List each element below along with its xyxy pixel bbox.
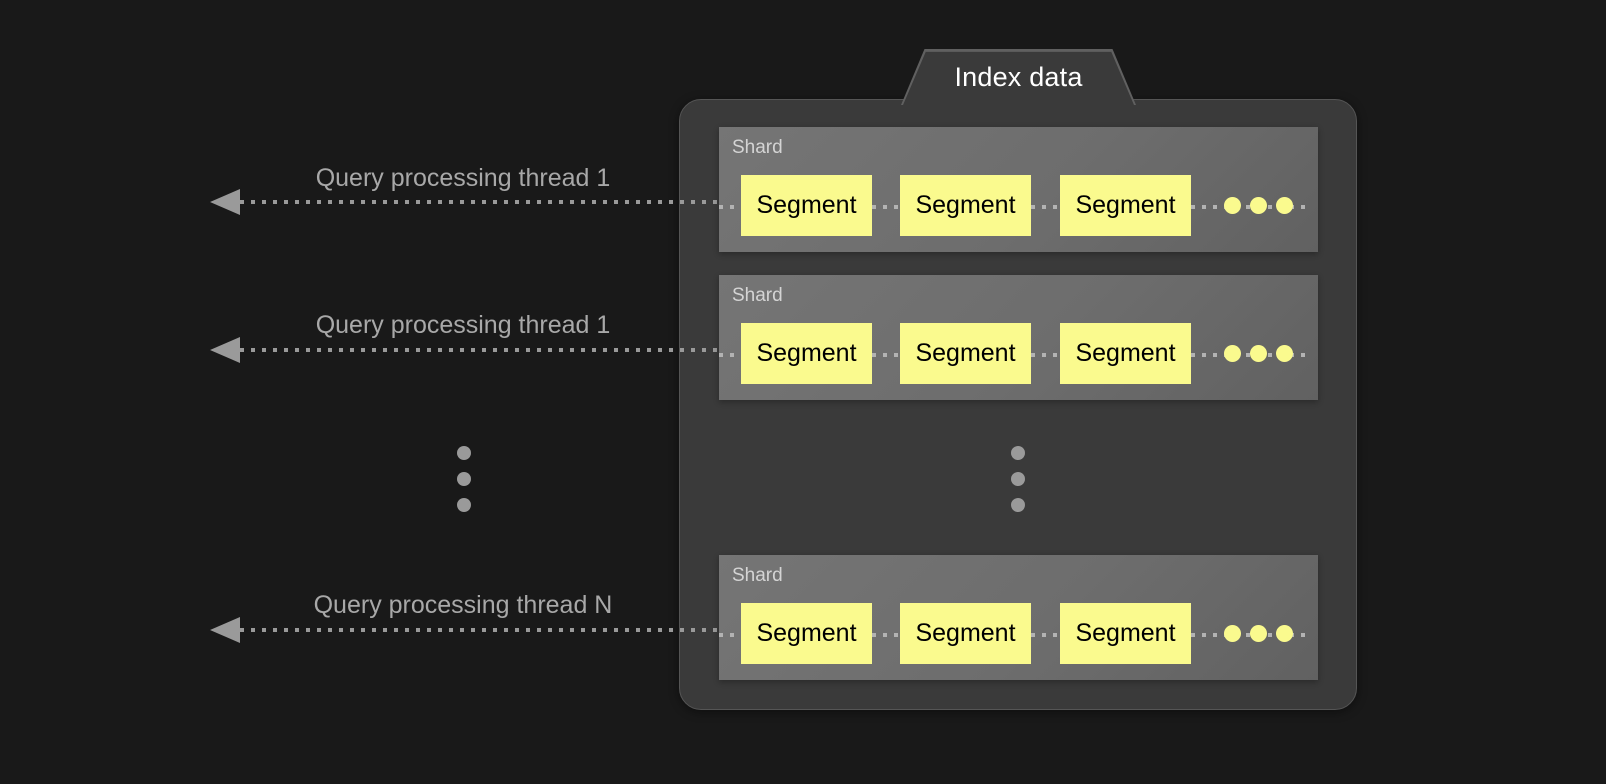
dot [1011, 446, 1025, 460]
dot [1224, 197, 1241, 214]
shard-row-3: Shard Segment Segment Segment [719, 555, 1318, 680]
thread-label-2: Query processing thread 1 [315, 311, 611, 339]
dot [457, 446, 471, 460]
dot [1250, 625, 1267, 642]
segment-row: Segment Segment Segment [719, 603, 1318, 665]
arrow-line-1 [240, 200, 740, 204]
segment-connector [1031, 205, 1060, 209]
segment-connector-lead [719, 633, 741, 637]
shard-row-2: Shard Segment Segment Segment [719, 275, 1318, 400]
segment-connector [1031, 353, 1060, 357]
segment-connector [1031, 633, 1060, 637]
thread-label-3: Query processing thread N [313, 591, 613, 619]
segment-box: Segment [900, 323, 1031, 384]
segment-more-dots-icon [1224, 625, 1304, 645]
dot [1011, 472, 1025, 486]
vertical-ellipsis-icon-inner [1011, 446, 1025, 512]
arrow-line-2 [240, 348, 740, 352]
arrow-head-2 [210, 337, 240, 363]
thread-label-1: Query processing thread 1 [315, 164, 611, 192]
segment-more-dots-icon [1224, 345, 1304, 365]
dot [457, 498, 471, 512]
segment-connector-lead [719, 353, 741, 357]
segment-box: Segment [900, 175, 1031, 236]
shard-label: Shard [732, 565, 783, 586]
dot [1250, 197, 1267, 214]
dot [1224, 625, 1241, 642]
segment-box: Segment [1060, 603, 1191, 664]
segment-box: Segment [1060, 323, 1191, 384]
dot [1276, 345, 1293, 362]
segment-row: Segment Segment Segment [719, 323, 1318, 385]
segment-connector [872, 633, 900, 637]
dot [1276, 197, 1293, 214]
segment-row: Segment Segment Segment [719, 175, 1318, 237]
segment-box: Segment [741, 603, 872, 664]
segment-connector-lead [719, 205, 741, 209]
shard-label: Shard [732, 285, 783, 306]
arrow-line-3 [240, 628, 740, 632]
segment-more-dots-icon [1224, 197, 1304, 217]
segment-connector [872, 205, 900, 209]
segment-box: Segment [741, 323, 872, 384]
shard-label: Shard [732, 137, 783, 158]
dot [1276, 625, 1293, 642]
shard-row-1: Shard Segment Segment Segment [719, 127, 1318, 252]
segment-box: Segment [1060, 175, 1191, 236]
vertical-ellipsis-icon-left [457, 446, 471, 512]
index-data-title: Index data [954, 62, 1083, 92]
arrow-head-3 [210, 617, 240, 643]
index-data-tab [903, 51, 1134, 105]
dot [1250, 345, 1267, 362]
segment-connector [872, 353, 900, 357]
dot [457, 472, 471, 486]
segment-box: Segment [741, 175, 872, 236]
dot [1224, 345, 1241, 362]
segment-box: Segment [900, 603, 1031, 664]
arrow-head-1 [210, 189, 240, 215]
dot [1011, 498, 1025, 512]
